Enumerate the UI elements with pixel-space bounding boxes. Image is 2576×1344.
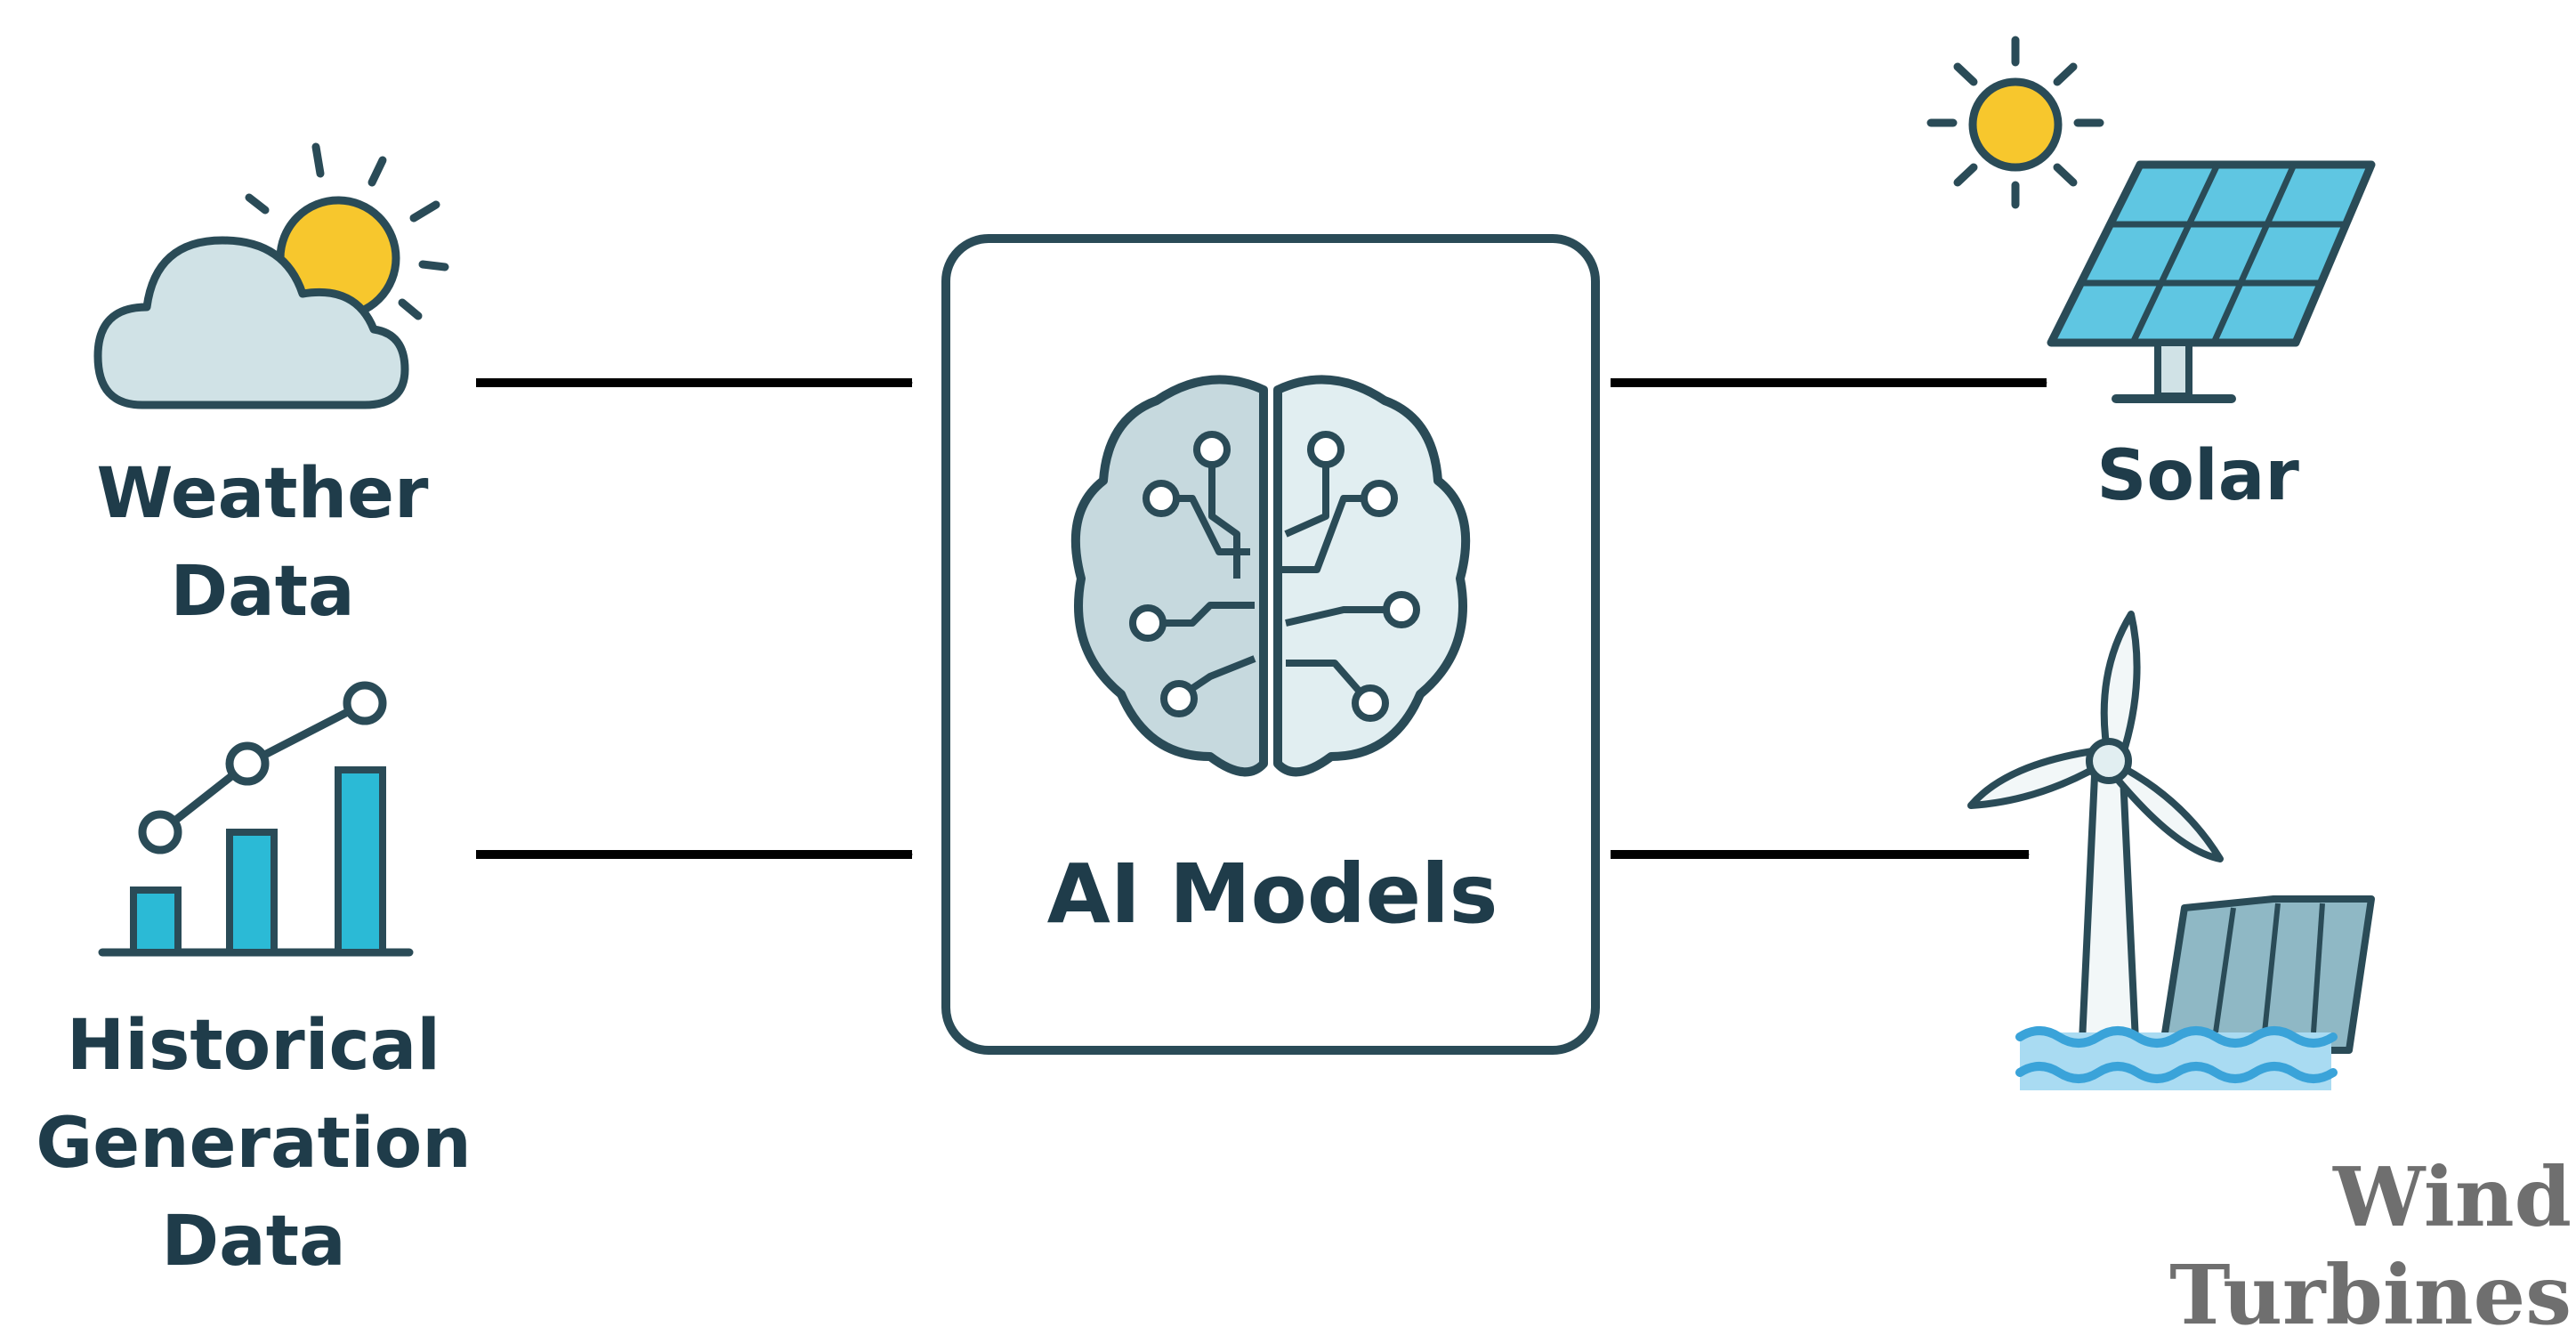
historical-data-label: Historical Generation Data	[36, 1006, 472, 1282]
wind-turbines-label: Wind Turbines	[2169, 1149, 2572, 1343]
bar-line-chart-icon	[98, 681, 414, 957]
solar-panel-icon	[1926, 36, 2376, 403]
flow-diagram	[93, 36, 2376, 1090]
cloud-sun-icon	[93, 142, 449, 409]
ai-models-label: AI Models	[1046, 846, 1498, 942]
wind-turbine-icon	[1967, 611, 2375, 1090]
weather-data-label: Weather Data	[96, 454, 429, 632]
brain-circuit-icon	[1070, 375, 1471, 777]
solar-label: Solar	[2096, 436, 2299, 516]
